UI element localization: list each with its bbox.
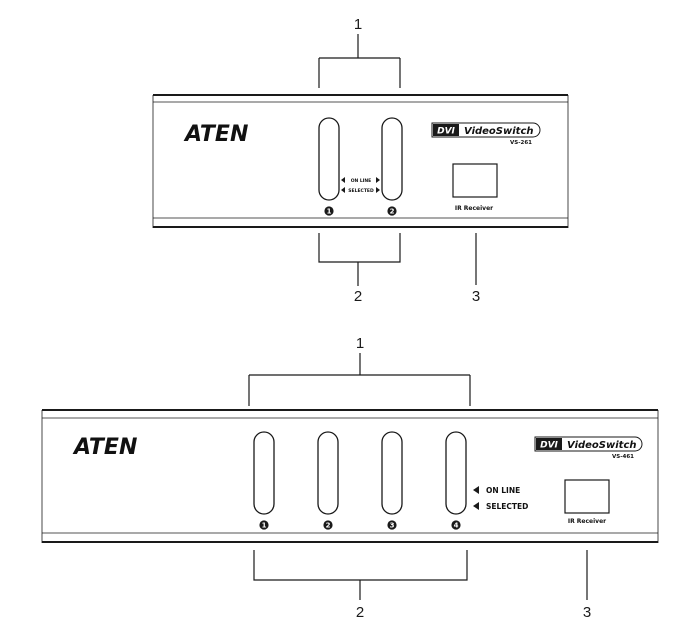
- port-number-3: 3: [387, 520, 397, 530]
- product-badge: DVI VideoSwitch VS-461: [534, 436, 643, 460]
- svg-text:2: 2: [326, 522, 331, 530]
- front-panel: [152, 94, 569, 228]
- aten-logo: ATEN: [183, 122, 248, 147]
- selected-right-arrow: [376, 187, 380, 193]
- callout-1-label: 1: [354, 16, 362, 33]
- selected-label: SELECTED: [348, 188, 374, 194]
- ir-receiver-label: IR Receiver: [455, 205, 493, 212]
- dvi-badge: DVI: [437, 127, 455, 137]
- selected-arrow: [473, 502, 479, 510]
- four-port-diagram: 1 ATEN 1 2 3: [41, 335, 659, 621]
- svg-text:3: 3: [390, 522, 395, 530]
- port-button-2[interactable]: [381, 117, 403, 201]
- product-name: VideoSwitch: [464, 126, 534, 137]
- port-button-4[interactable]: [445, 431, 467, 515]
- aten-logo: ATEN: [72, 435, 137, 460]
- callout-2-label: 2: [356, 604, 364, 621]
- callout-3-label: 3: [472, 288, 480, 305]
- ir-receiver-label: IR Receiver: [568, 518, 606, 525]
- port-number-2: 2: [323, 520, 333, 530]
- dvi-badge: DVI: [540, 441, 558, 451]
- svg-text:1: 1: [327, 208, 332, 216]
- port-button-2[interactable]: [317, 431, 339, 515]
- svg-text:1: 1: [262, 522, 267, 530]
- product-name: VideoSwitch: [567, 440, 637, 451]
- callout-2-bracket: [318, 233, 401, 286]
- ir-receiver-window: [564, 479, 610, 514]
- port-button-3[interactable]: [381, 431, 403, 515]
- online-label: ON LINE: [351, 178, 372, 184]
- port-number-1: 1: [324, 206, 334, 216]
- port-number-2: 2: [387, 206, 397, 216]
- ir-receiver-window: [452, 163, 498, 198]
- selected-label: SELECTED: [486, 502, 528, 511]
- two-port-diagram: 1 ATEN ON LINE SELECTED 1 2: [152, 16, 569, 305]
- port-number-1: 1: [259, 520, 269, 530]
- port-button-1[interactable]: [253, 431, 275, 515]
- callout-1-bracket: [248, 353, 471, 406]
- port-number-4: 4: [451, 520, 461, 530]
- callout-1-bracket: [318, 34, 401, 88]
- online-right-arrow: [376, 177, 380, 183]
- online-label: ON LINE: [486, 486, 520, 495]
- callout-2-label: 2: [354, 288, 362, 305]
- svg-text:2: 2: [390, 208, 395, 216]
- callout-2-bracket: [253, 550, 468, 600]
- model-number: VS-461: [612, 454, 634, 460]
- product-badge: DVI VideoSwitch VS-261: [431, 122, 541, 146]
- callout-1-label: 1: [356, 335, 364, 352]
- model-number: VS-261: [510, 140, 532, 146]
- front-panel: [41, 409, 659, 543]
- online-arrow: [473, 486, 479, 494]
- svg-text:4: 4: [454, 522, 459, 530]
- selected-left-arrow: [341, 187, 345, 193]
- online-left-arrow: [341, 177, 345, 183]
- callout-3-label: 3: [583, 604, 591, 621]
- port-button-1[interactable]: [318, 117, 340, 201]
